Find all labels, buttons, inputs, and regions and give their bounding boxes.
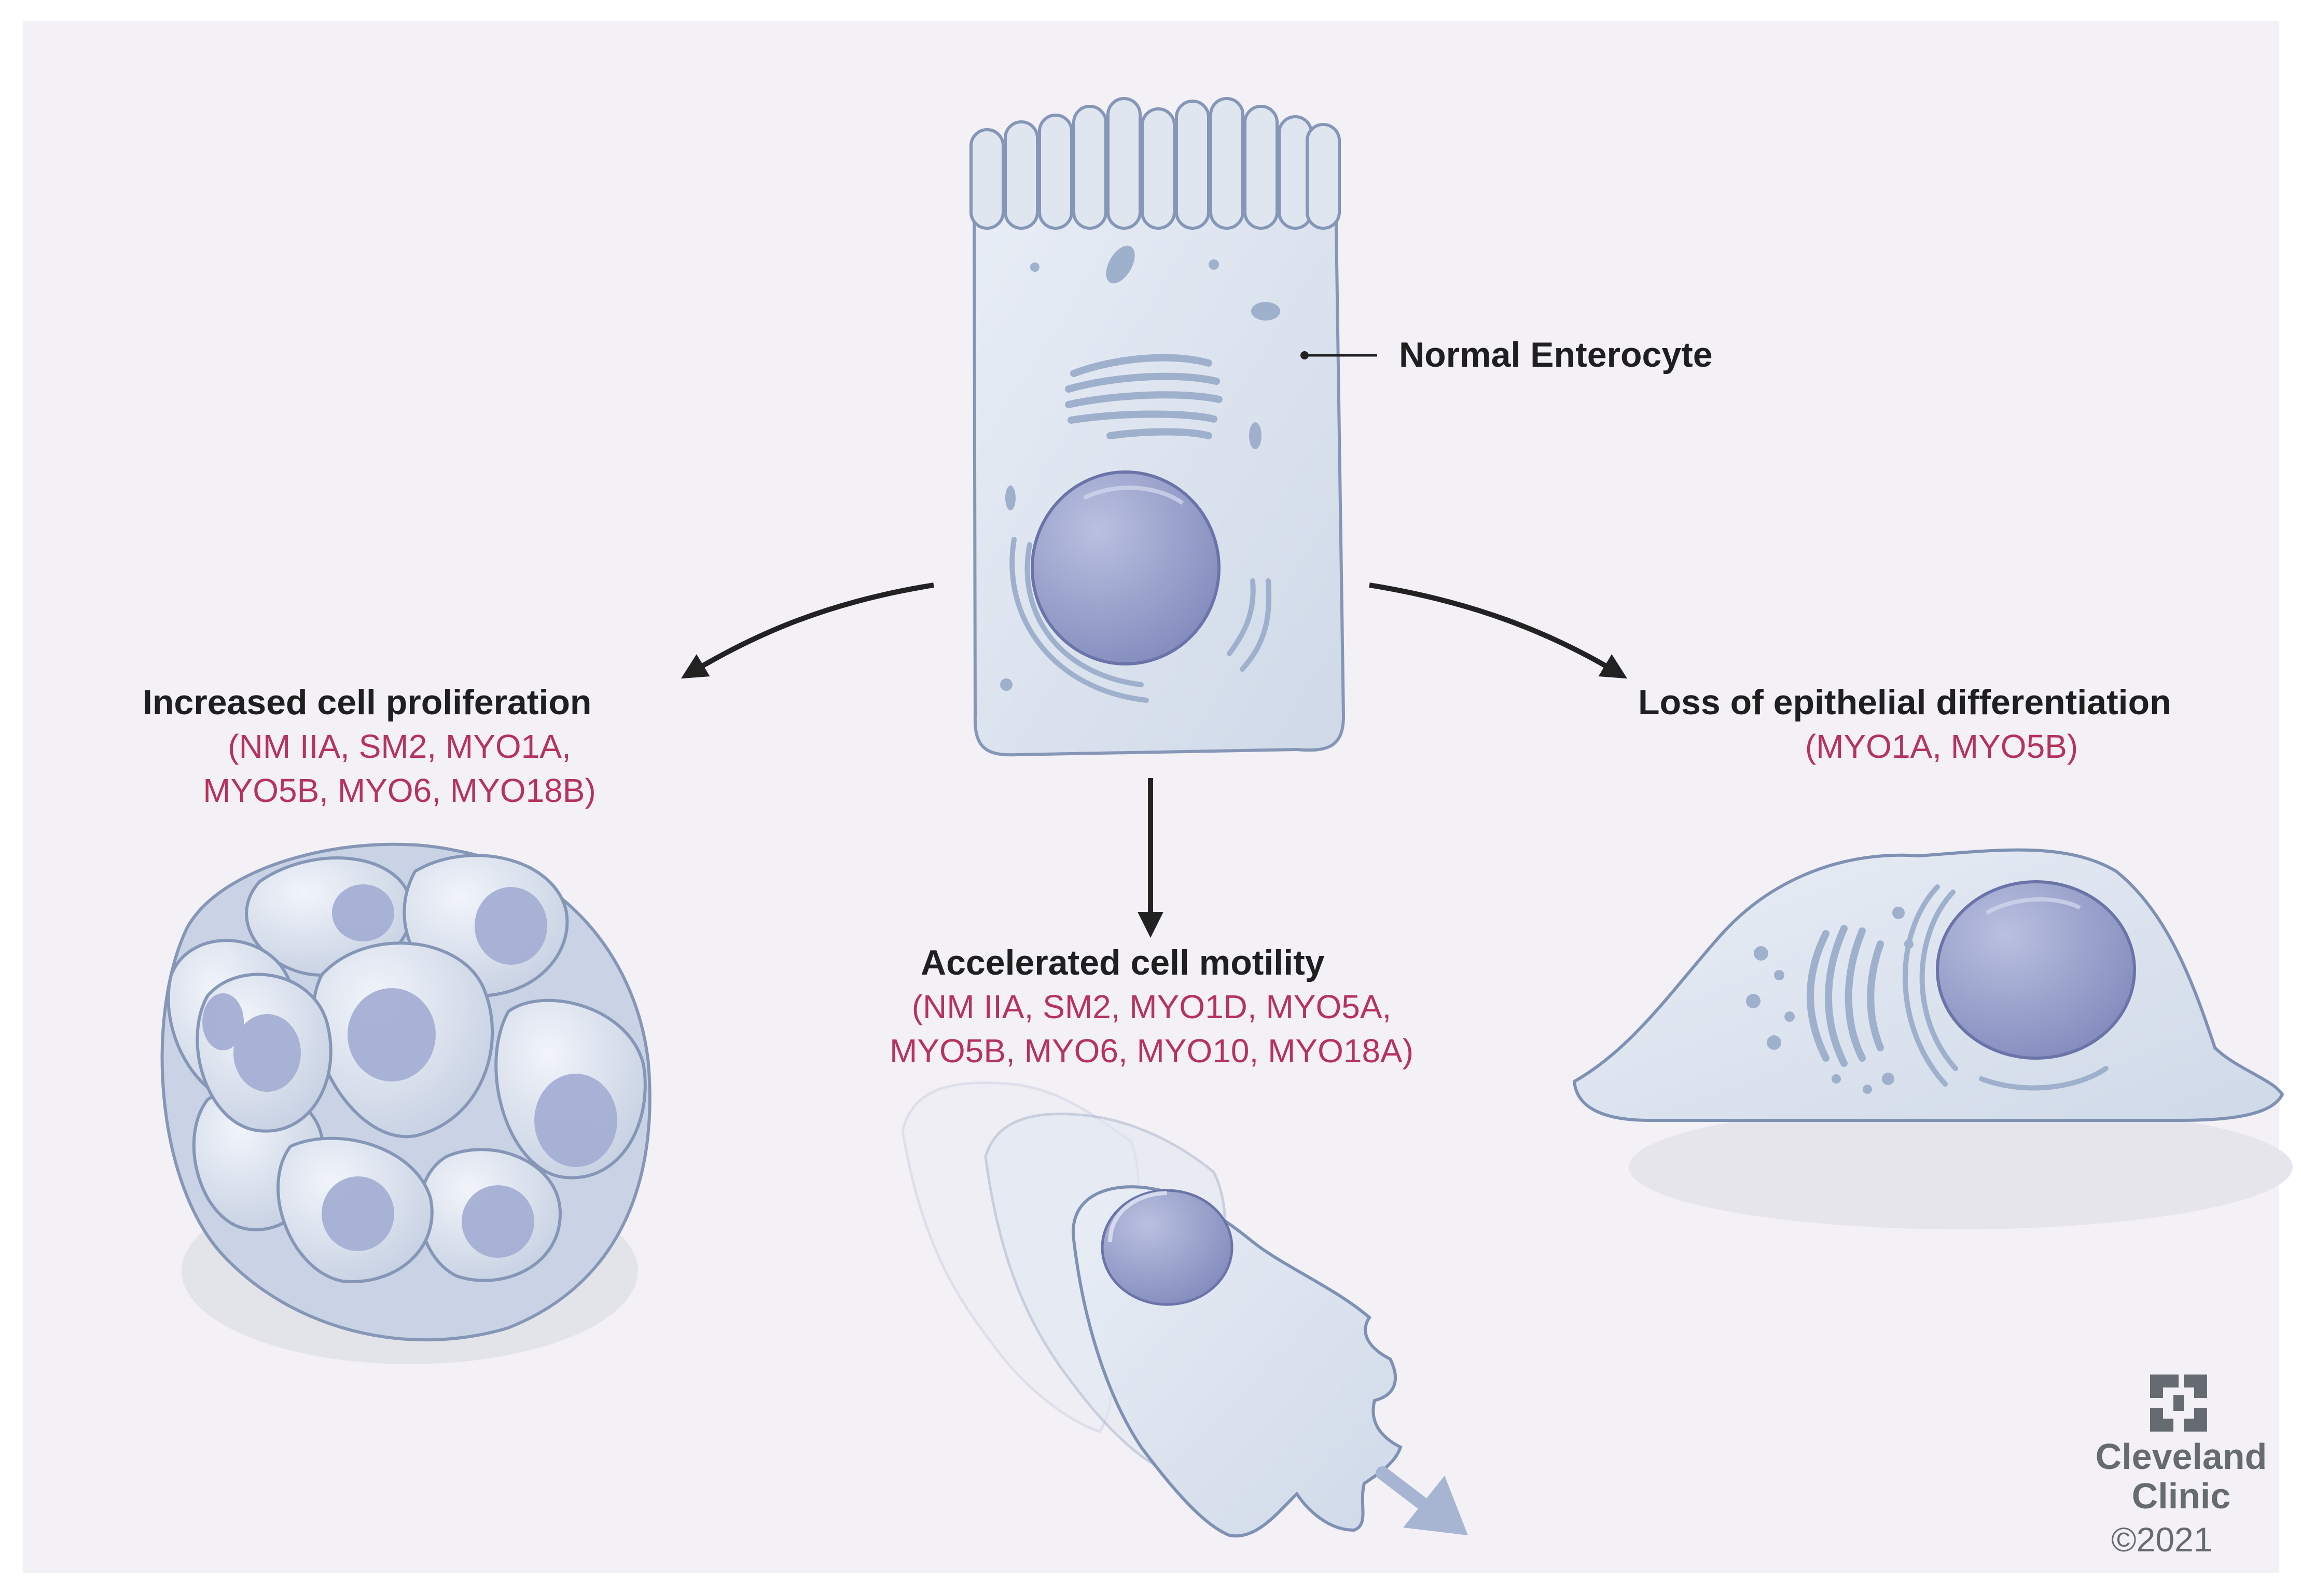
brand-line1: Cleveland	[2095, 1436, 2267, 1477]
cleveland-clinic-logo-icon	[2150, 1375, 2207, 1432]
arrow-to-differentiation	[1369, 582, 1628, 679]
copyright: ©2021	[2111, 1520, 2213, 1559]
normal-enterocyte-label: Normal Enterocyte	[1399, 335, 1713, 374]
migrating-cell-nucleus	[1101, 1189, 1233, 1306]
organelles	[1000, 245, 1280, 691]
motion-arrow-head	[1403, 1476, 1468, 1535]
migrating-cell	[901, 1081, 1403, 1538]
proliferating-cell-cluster	[160, 842, 652, 1364]
normal-enterocyte-cell	[969, 97, 1346, 757]
motility-title: Accelerated cell motility	[921, 943, 1325, 982]
differentiation-genes: (MYO1A, MYO5B)	[1805, 728, 2078, 765]
proliferation-genes-line1: (NM IIA, SM2, MYO1A,	[228, 728, 571, 765]
arrow-to-proliferation	[681, 582, 934, 679]
enterocyte-nucleus	[1031, 470, 1221, 665]
enterocyte-body	[972, 163, 1346, 757]
endoplasmic-reticulum	[1009, 537, 1272, 703]
motility-genes-line2: MYO5B, MYO6, MYO10, MYO18A)	[889, 1032, 1414, 1070]
normal-enterocyte-pointer	[1300, 351, 1377, 359]
dedifferentiated-cell-nucleus	[1936, 880, 2136, 1060]
proliferation-title: Increased cell proliferation	[143, 683, 592, 722]
brand-line2: Clinic	[2131, 1476, 2231, 1516]
motility-genes-line1: (NM IIA, SM2, MYO1D, MYO5A,	[911, 988, 1392, 1025]
dedifferentiated-cell	[1572, 848, 2293, 1229]
microvilli	[969, 97, 1341, 230]
golgi-apparatus	[1065, 354, 1223, 439]
proliferation-genes-line2: MYO5B, MYO6, MYO18B)	[203, 772, 596, 809]
brand-name: Cleveland Clinic	[2085, 1437, 2277, 1516]
differentiation-title: Loss of epithelial differentiation	[1638, 683, 2171, 722]
dedifferentiated-cell-body	[1572, 848, 2284, 1122]
